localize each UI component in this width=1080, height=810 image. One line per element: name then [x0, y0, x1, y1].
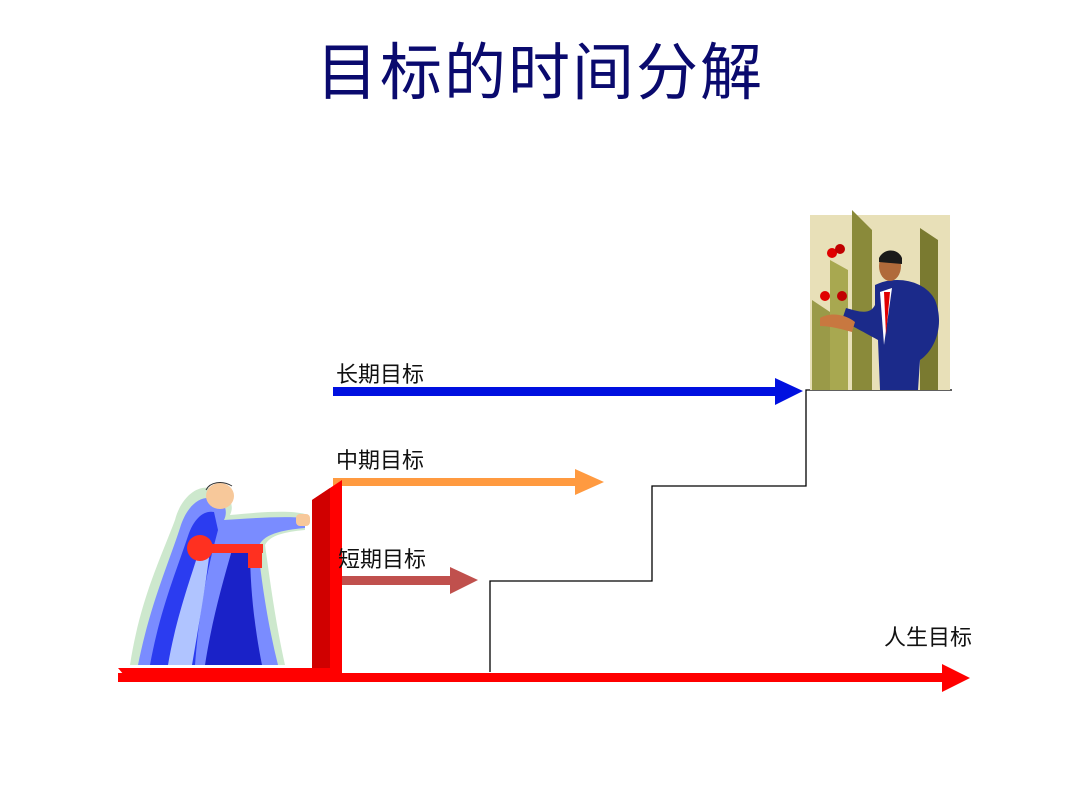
red-wall-illustration [118, 480, 342, 682]
life-goal-arrow [118, 664, 970, 692]
slide-title: 目标的时间分解 [315, 36, 764, 109]
life-goal-label: 人生目标 [884, 626, 973, 651]
short-term-goal-label: 短期目标 [338, 548, 427, 573]
short-term-arrow [333, 567, 478, 594]
mid-term-arrow [333, 469, 604, 495]
long-term-arrow [333, 378, 803, 405]
mid-term-goal-label: 中期目标 [336, 449, 425, 474]
long-term-goal-label: 长期目标 [336, 363, 425, 388]
businessman-juggling-illustration [810, 210, 950, 390]
staircase-line [489, 389, 952, 672]
man-with-key-illustration [130, 482, 310, 665]
